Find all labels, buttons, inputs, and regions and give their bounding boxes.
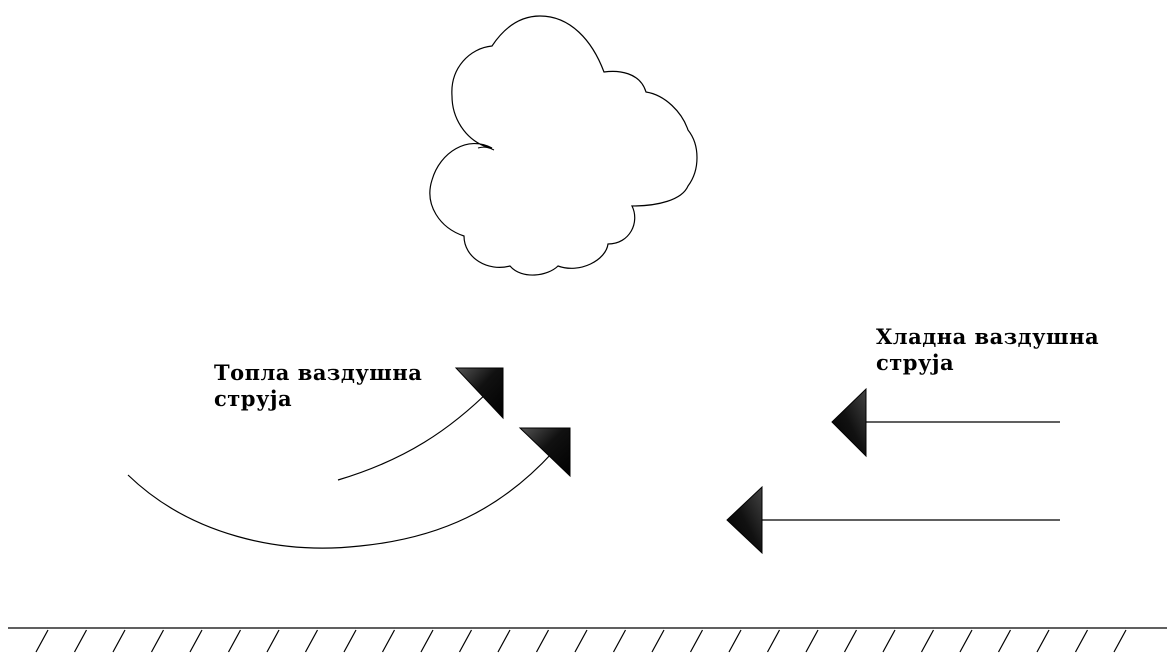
warm-current-upper-arrowhead <box>454 367 504 420</box>
hatch-mark <box>189 629 203 653</box>
hatch-mark <box>805 629 819 653</box>
hatch-mark <box>227 629 242 653</box>
hatch-mark <box>35 629 49 653</box>
hatch-mark <box>1036 629 1050 653</box>
hatch-mark <box>1074 629 1089 653</box>
hatch-mark <box>458 629 473 653</box>
cold-current-upper-arrowhead <box>831 387 867 458</box>
hatch-mark <box>497 629 511 653</box>
hatch-mark <box>728 629 742 653</box>
hatch-mark <box>150 629 165 653</box>
hatch-mark <box>304 629 319 653</box>
cloud-icon <box>429 15 698 276</box>
hatch-mark <box>843 629 858 653</box>
hatch-mark <box>574 629 588 653</box>
warm-current-label: Топла ваздушна струја <box>214 360 422 412</box>
cold-current-label-line2: струја <box>876 350 955 375</box>
hatch-mark <box>959 629 973 653</box>
hatch-mark <box>343 629 357 653</box>
cold-current-label-line1: Хладна ваздушна <box>876 324 1100 349</box>
hatch-mark <box>381 629 396 653</box>
hatch-mark <box>535 629 550 653</box>
hatch-mark <box>997 629 1012 653</box>
hatch-mark <box>420 629 434 653</box>
hatch-mark <box>920 629 935 653</box>
warm-current-upper-curve <box>337 387 493 481</box>
warm-current-label-line2: струја <box>214 386 293 411</box>
hatch-mark <box>766 629 781 653</box>
hatch-mark <box>689 629 704 653</box>
ground-hatch <box>35 629 1127 653</box>
warm-current-label-line1: Топла ваздушна <box>214 360 423 385</box>
cold-current-label: Хладна ваздушна струја <box>876 324 1099 376</box>
hatch-mark <box>882 629 896 653</box>
warm-current-lower-arrowhead <box>518 427 571 478</box>
hatch-mark <box>1113 629 1127 653</box>
hatch-mark <box>73 629 88 653</box>
cold-current-lower-arrowhead <box>726 485 763 555</box>
hatch-mark <box>612 629 627 653</box>
hatch-mark <box>112 629 126 653</box>
hatch-mark <box>266 629 280 653</box>
warm-current-lower-curve <box>127 451 554 549</box>
hatch-mark <box>651 629 665 653</box>
